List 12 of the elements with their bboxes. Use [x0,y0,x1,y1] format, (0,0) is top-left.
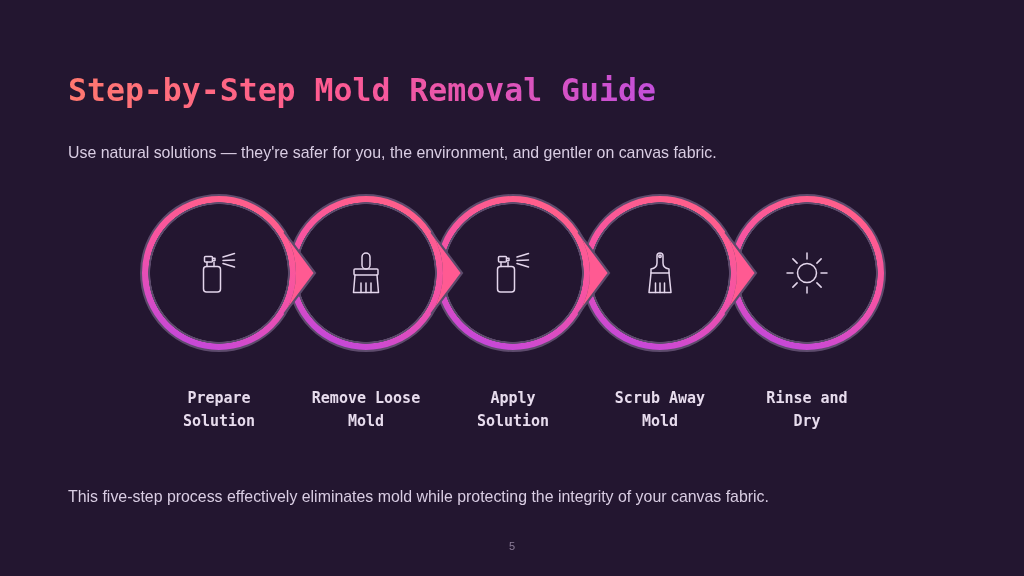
arrow [283,231,317,315]
page-number: 5 [508,539,516,553]
step-label: Scrub Away Mold [613,388,707,432]
arrow [577,231,611,315]
arrow [430,231,464,315]
step-label: Remove Loose Mold [310,388,422,432]
step-label: Rinse and Dry [765,388,849,432]
step-label: Prepare Solution [181,388,257,432]
arrow [724,231,758,315]
caption: This five-step process effectively eliminates mold while protecting the integrity of your canvas fabric. [68,487,769,507]
step-label: Apply Solution [475,388,551,432]
subtitle: Use natural solutions — they're safer for you, the environment, and gentler on canvas fabric. [68,143,717,163]
